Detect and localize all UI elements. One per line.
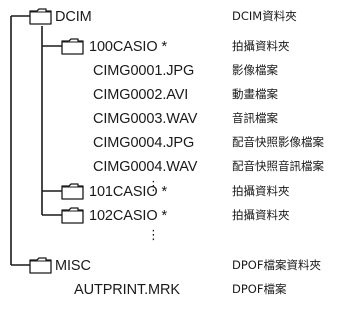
file-desc: 音訊檔案 (232, 111, 278, 125)
file-name: CIMG0004.WAV (93, 159, 198, 175)
folder-100casio-name: 100CASIO * (89, 39, 167, 55)
file-name: CIMG0003.WAV (93, 111, 198, 127)
misc-folder-desc: DPOF檔案資料夾 (232, 258, 321, 272)
folder-102casio-desc: 拍攝資料夾 (232, 208, 290, 222)
folder-icon (61, 183, 84, 200)
file-name: CIMG0002.AVI (93, 87, 189, 103)
folder-icon (61, 207, 84, 224)
folder-101casio-desc: 拍攝資料夾 (232, 184, 290, 198)
folder-102casio-name: 102CASIO * (89, 208, 167, 224)
misc-folder-name: MISC (55, 258, 91, 274)
autprint-file-name: AUTPRINT.MRK (74, 282, 180, 298)
dcim-folder-name: DCIM (55, 9, 92, 25)
folder-icon (29, 8, 52, 25)
more-files-ellipsis: ⋮ (147, 179, 160, 194)
folder-icon (29, 257, 52, 274)
file-desc: 配音快照影像檔案 (232, 135, 324, 149)
file-name: CIMG0004.JPG (93, 135, 195, 151)
file-desc: 動畫檔案 (232, 87, 278, 101)
autprint-file-desc: DPOF檔案 (232, 282, 287, 296)
file-desc: 配音快照音訊檔案 (232, 159, 324, 173)
folder-100casio-desc: 拍攝資料夾 (232, 39, 290, 53)
file-name: CIMG0001.JPG (93, 63, 195, 79)
file-desc: 影像檔案 (232, 63, 278, 77)
dcim-folder-desc: DCIM資料夾 (232, 9, 297, 23)
folder-101casio-name: 101CASIO * (89, 184, 167, 200)
more-folders-ellipsis: ⋮ (147, 228, 160, 243)
folder-icon (61, 38, 84, 55)
